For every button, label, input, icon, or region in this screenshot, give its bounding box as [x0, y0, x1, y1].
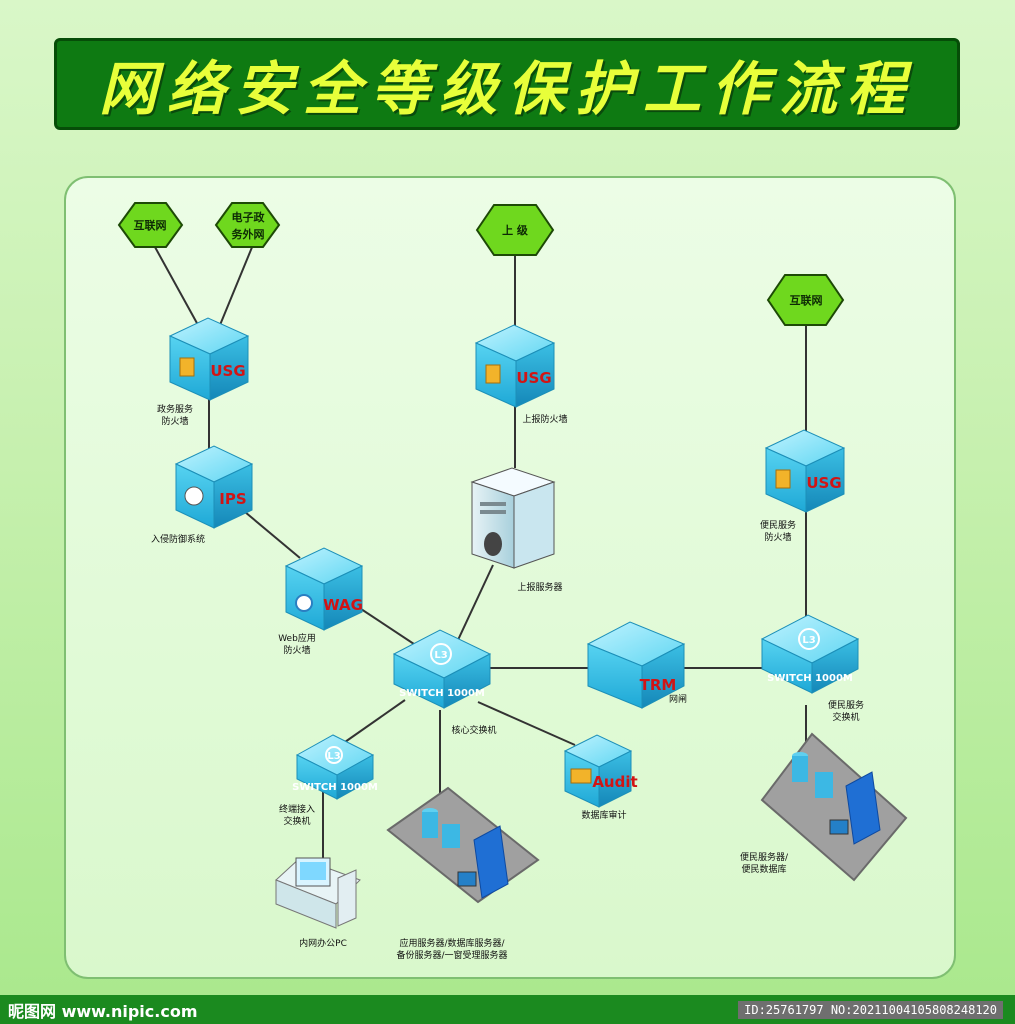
- monitor-icon: [829, 819, 849, 835]
- citizen-servers-group: [760, 732, 908, 882]
- wag-label-2: 防火墙: [283, 644, 310, 656]
- link-core-audit: [477, 701, 576, 746]
- hex-superior: 上 级: [475, 204, 555, 256]
- wag-label-1: Web应用: [278, 632, 316, 644]
- citizen-servers-label-1: 便民服务器/: [740, 851, 789, 863]
- link-ips-wag: [244, 511, 301, 559]
- core-switch-label: 核心交换机: [451, 724, 496, 736]
- core-switch: L3 SWITCH 1000M: [392, 629, 492, 709]
- database-icon: [570, 768, 592, 784]
- usg-citizen-firewall: USG: [764, 429, 846, 513]
- access-switch-label-1: 终端接入: [279, 803, 315, 815]
- audit-tag: Audit: [592, 773, 637, 791]
- audit-label: 数据库审计: [581, 809, 626, 821]
- hex-egov-label-2: 务外网: [232, 227, 265, 241]
- access-switch-l3: L3: [327, 751, 340, 762]
- chip-icon: [179, 357, 195, 377]
- monitor-icon: [457, 871, 477, 887]
- citizen-switch: L3 SWITCH 1000M: [760, 614, 860, 694]
- office-pc-label: 内网办公PC: [299, 937, 347, 949]
- ips-label: 入侵防御系统: [151, 533, 205, 545]
- hand-shield-icon: [184, 486, 204, 506]
- usg-gov-tag: USG: [210, 362, 245, 380]
- web-globe-icon: [295, 594, 313, 612]
- office-pc: [275, 857, 361, 929]
- link-internet-usg: [149, 237, 199, 326]
- database-icon: [422, 812, 438, 838]
- usg-citizen-label-1: 便民服务: [760, 519, 796, 531]
- hex-internet-right-label: 互联网: [790, 293, 823, 307]
- citizen-switch-tag: SWITCH 1000M: [767, 673, 853, 684]
- link-core-access: [344, 699, 406, 743]
- trm-gateway: TRM: [586, 621, 686, 709]
- title-banner: 网络安全等级保护工作流程: [54, 38, 960, 130]
- watermark-text: 昵图网 www.nipic.com: [8, 1001, 198, 1021]
- trm-tag: TRM: [640, 676, 677, 694]
- report-server-label: 上报服务器: [517, 581, 562, 593]
- core-switch-l3: L3: [434, 650, 447, 661]
- hex-egov-network: 电子政 务外网: [214, 202, 281, 248]
- access-switch-tag: SWITCH 1000M: [292, 782, 378, 793]
- db-audit: Audit: [563, 734, 638, 808]
- fingerprint-icon: [484, 532, 502, 556]
- app-servers-label-1: 应用服务器/数据库服务器/: [399, 937, 505, 949]
- wag-tag: WAG: [323, 596, 363, 614]
- link-server-core: [457, 564, 494, 641]
- usg-report-label: 上报防火墙: [522, 413, 567, 425]
- image-id-text: ID:25761797 NO:20211004105808248120: [738, 1000, 1003, 1019]
- usg-citizen-label-2: 防火墙: [764, 531, 791, 543]
- core-switch-tag: SWITCH 1000M: [399, 688, 485, 699]
- hex-superior-label: 上 级: [502, 223, 529, 237]
- citizen-switch-label-2: 交换机: [832, 711, 859, 723]
- citizen-switch-l3: L3: [802, 635, 815, 646]
- server-rack-icon: [473, 825, 509, 899]
- footer-bar: 昵图网 www.nipic.com ID:25761797 NO:2021100…: [0, 995, 1015, 1024]
- link-wag-core: [354, 604, 421, 649]
- hex-internet-left-label: 互联网: [134, 218, 167, 232]
- hex-internet-right: 互联网: [766, 274, 845, 326]
- app-servers-label-2: 备份服务器/一窗受理服务器: [396, 949, 507, 961]
- usg-gov-label-2: 防火墙: [161, 415, 188, 427]
- usg-citizen-tag: USG: [806, 474, 841, 492]
- database-icon: [815, 772, 833, 798]
- link-egov-usg: [219, 239, 256, 326]
- usg-gov-firewall: USG: [168, 317, 250, 401]
- usg-report-firewall: USG: [474, 324, 556, 408]
- page-title: 网络安全等级保护工作流程: [98, 55, 915, 123]
- ips-tag: IPS: [219, 490, 246, 508]
- wag-device: WAG: [284, 547, 364, 631]
- hex-egov-label-1: 电子政: [232, 210, 266, 224]
- server-rack-icon: [845, 771, 881, 845]
- ips-device: IPS: [174, 445, 254, 529]
- usg-gov-label-1: 政务服务: [157, 403, 193, 415]
- chip-icon: [775, 469, 791, 489]
- access-switch: L3 SWITCH 1000M: [292, 734, 378, 800]
- usg-report-tag: USG: [516, 369, 551, 387]
- trm-label: 网闸: [669, 694, 687, 705]
- citizen-servers-label-2: 便民数据库: [741, 863, 786, 875]
- hex-internet-left: 互联网: [117, 202, 184, 248]
- database-icon: [442, 824, 460, 848]
- report-server: [470, 467, 556, 569]
- database-icon: [792, 756, 808, 782]
- citizen-switch-label-1: 便民服务: [828, 699, 864, 711]
- app-servers-group: [386, 786, 540, 904]
- chip-icon: [485, 364, 501, 384]
- access-switch-label-2: 交换机: [283, 815, 310, 827]
